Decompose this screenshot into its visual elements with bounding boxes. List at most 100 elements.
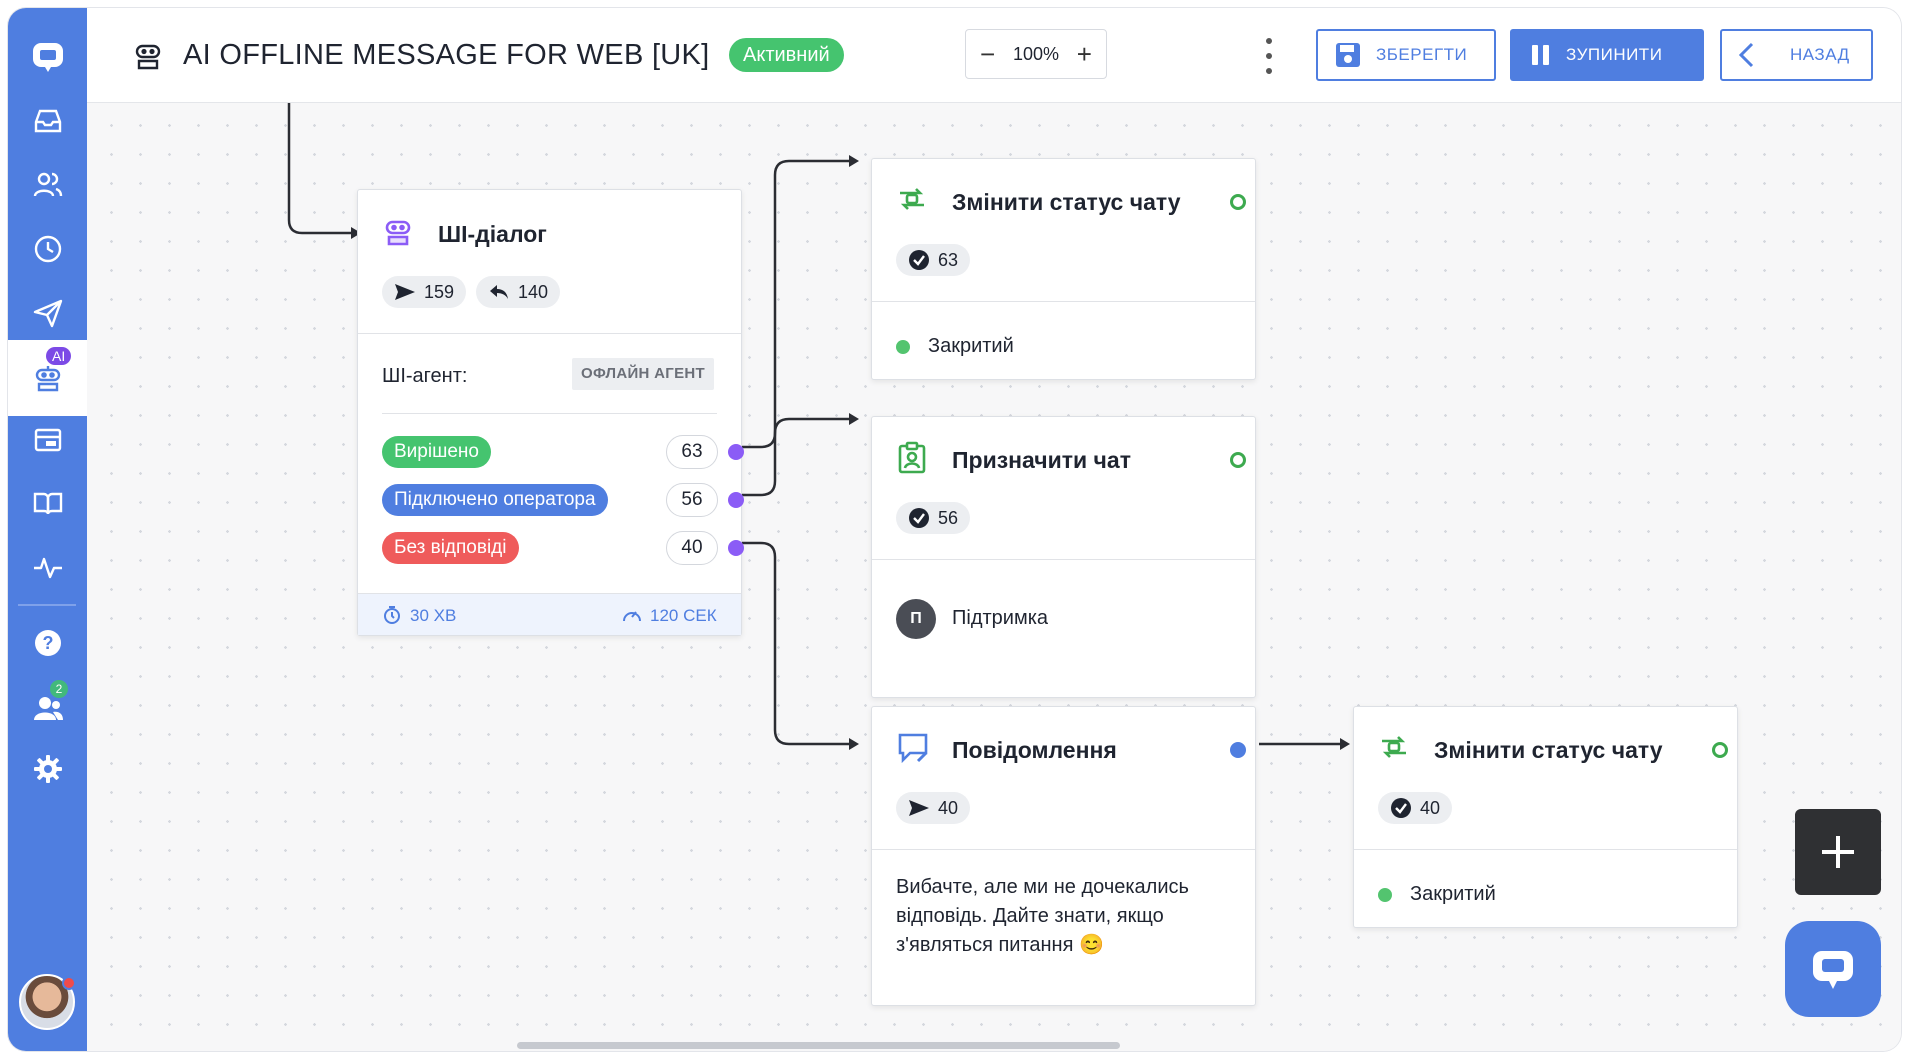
arrowhead xyxy=(1340,738,1350,750)
wire-operator xyxy=(722,417,849,497)
arrowhead xyxy=(849,413,859,425)
node-change-status[interactable]: Змінити статус чату 40 Закритий xyxy=(1353,706,1738,928)
sidebar-divider xyxy=(18,604,76,606)
wait-value: 120 СЕК xyxy=(650,606,717,625)
sidebar-item-campaigns[interactable] xyxy=(8,278,87,348)
sidebar-item-history[interactable] xyxy=(8,214,87,284)
node-title: Змінити статус чату xyxy=(952,189,1181,215)
outcome-count: 40 xyxy=(666,531,718,565)
divider xyxy=(872,849,1255,850)
timer-icon xyxy=(384,606,400,624)
clock-icon xyxy=(34,235,61,263)
back-label: НАЗАД xyxy=(1790,45,1850,64)
pulse-icon xyxy=(33,557,62,579)
node-ai-dialog[interactable]: ШІ-діалог 159 140 ШІ-агент: ОФЛАЙН АГЕНТ… xyxy=(357,189,744,636)
send-icon xyxy=(33,299,62,328)
sidebar-item-ai-bots[interactable]: AI xyxy=(8,340,87,416)
bot-icon xyxy=(135,44,161,70)
sent-stat: 159 xyxy=(382,276,467,308)
node-message[interactable]: Повідомлення 40 Вибачте, але ми не дочек… xyxy=(871,706,1256,1006)
plus-icon xyxy=(1822,836,1854,868)
zoom-out-button[interactable]: − xyxy=(980,39,996,69)
sent-stat: 40 xyxy=(896,792,971,824)
gear-icon xyxy=(33,755,62,783)
connection-wires xyxy=(287,103,1350,750)
chat-widget-button[interactable] xyxy=(1785,921,1881,1017)
back-button[interactable]: НАЗАД xyxy=(1720,29,1873,81)
node-assign-chat[interactable]: Призначити чат 56 П Підтримка xyxy=(871,416,1256,698)
svg-text:?: ? xyxy=(42,633,53,653)
output-port[interactable] xyxy=(1712,742,1728,758)
help-icon: ? xyxy=(34,630,61,656)
outcome-no-reply: Без відповіді xyxy=(382,532,519,564)
output-port[interactable] xyxy=(1230,194,1246,210)
wire-incoming xyxy=(287,103,351,235)
check-circle-icon xyxy=(1391,798,1411,818)
sidebar-item-inbox[interactable] xyxy=(8,86,87,156)
stop-label: ЗУПИНИТИ xyxy=(1566,45,1663,64)
send-icon xyxy=(909,800,929,816)
agent-value-tag[interactable]: ОФЛАЙН АГЕНТ xyxy=(572,358,714,390)
check-circle-icon xyxy=(909,508,929,528)
node-footer: 30 ХВ 120 СЕК xyxy=(358,593,741,635)
connector-port[interactable] xyxy=(728,444,744,460)
count-value: 40 xyxy=(1420,797,1441,818)
sidebar-item-help[interactable]: ? xyxy=(8,608,87,678)
chat-icon xyxy=(1813,951,1853,989)
wire-resolved xyxy=(722,159,849,449)
sidebar-item-analytics[interactable] xyxy=(8,532,87,602)
sent-count: 159 xyxy=(424,281,455,302)
app-window: AI ? 2 AI OFFLINE MESSAGE FOR WEB [UK] А… xyxy=(8,8,1901,1051)
assign-badge-icon xyxy=(898,441,926,474)
sidebar-item-knowledge-base[interactable] xyxy=(8,468,87,538)
team-avatar: П xyxy=(896,599,936,639)
sidebar: AI ? 2 xyxy=(8,8,87,1051)
add-node-button[interactable] xyxy=(1795,809,1881,895)
status-value: Закритий xyxy=(928,335,1014,357)
gauge-icon xyxy=(623,611,641,622)
user-avatar[interactable] xyxy=(19,974,76,1030)
horizontal-scrollbar[interactable] xyxy=(517,1042,1120,1049)
flow-canvas[interactable]: ШІ-діалог 159 140 ШІ-агент: ОФЛАЙН АГЕНТ… xyxy=(87,103,1901,1051)
robot-icon xyxy=(385,220,411,246)
save-button[interactable]: ЗБЕРЕГТИ xyxy=(1316,29,1496,81)
window-icon xyxy=(34,428,61,452)
divider xyxy=(872,559,1255,560)
connector-port[interactable] xyxy=(728,492,744,508)
status-swap-icon xyxy=(1382,736,1406,758)
status-value: Закритий xyxy=(1410,883,1496,905)
connector-port[interactable] xyxy=(728,540,744,556)
more-options-icon[interactable] xyxy=(1259,38,1279,74)
sidebar-item-contacts[interactable] xyxy=(8,150,87,220)
sent-count: 40 xyxy=(938,797,959,818)
users-icon xyxy=(33,172,62,197)
divider xyxy=(382,413,717,414)
status-swap-icon xyxy=(900,188,924,210)
output-port[interactable] xyxy=(1230,452,1246,468)
arrowhead xyxy=(351,227,361,239)
sidebar-item-team[interactable]: 2 xyxy=(8,672,87,742)
stop-button[interactable]: ЗУПИНИТИ xyxy=(1510,29,1704,81)
sidebar-item-widgets[interactable] xyxy=(8,405,87,475)
divider xyxy=(358,333,741,334)
sidebar-item-settings[interactable] xyxy=(8,734,87,804)
status-dot xyxy=(1378,888,1392,902)
book-icon xyxy=(33,492,62,515)
brand-logo[interactable] xyxy=(8,22,87,92)
node-change-status[interactable]: Змінити статус чату 63 Закритий xyxy=(871,158,1256,380)
status-dot xyxy=(896,340,910,354)
message-text: Вибачте, але ми не дочекались відповідь.… xyxy=(896,876,1189,956)
count-value: 63 xyxy=(938,249,959,270)
timeout-value: 30 ХВ xyxy=(410,606,457,625)
outcome-count: 63 xyxy=(666,435,718,469)
outcome-operator-connected: Підключено оператора xyxy=(382,484,608,516)
message-edit-icon xyxy=(898,733,928,764)
output-port[interactable] xyxy=(1230,742,1246,758)
node-title: Призначити чат xyxy=(952,447,1131,473)
node-title: Повідомлення xyxy=(952,737,1117,763)
count-stat: 56 xyxy=(896,502,971,534)
notification-dot xyxy=(62,976,76,990)
reply-icon xyxy=(490,285,508,299)
count-value: 56 xyxy=(938,507,959,528)
zoom-in-button[interactable]: + xyxy=(1076,39,1092,69)
